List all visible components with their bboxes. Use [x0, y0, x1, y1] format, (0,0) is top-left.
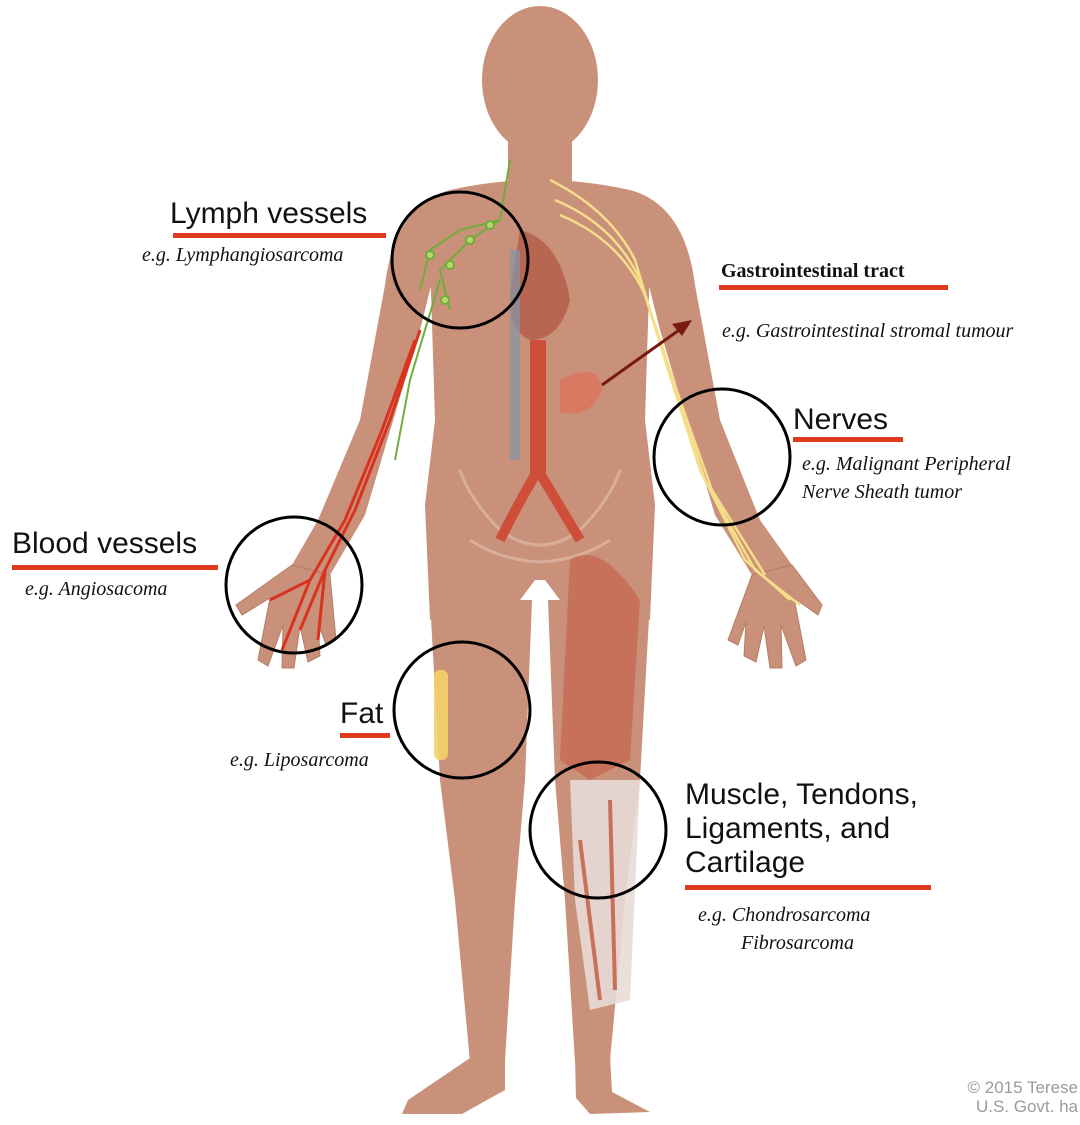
muscle-underline: [685, 885, 931, 890]
fat-label: Fat: [340, 697, 383, 731]
gi-underline: [719, 285, 948, 290]
gi-tract-label: Gastrointestinal tract: [721, 260, 905, 283]
copyright-line2: U.S. Govt. ha: [967, 1097, 1078, 1116]
gi-example: e.g. Gastrointestinal stromal tumour: [722, 317, 1013, 345]
muscle-example-line2: Fibrosarcoma: [741, 929, 854, 957]
muscle-label-line2: Ligaments, and: [685, 812, 890, 846]
muscle-label-line3: Cartilage: [685, 846, 805, 880]
nerves-example-line2: Nerve Sheath tumor: [802, 478, 962, 506]
nerves-label: Nerves: [793, 403, 888, 437]
lymph-example: e.g. Lymphangiosarcoma: [142, 241, 343, 269]
nerves-underline: [793, 437, 903, 442]
blood-example: e.g. Angiosacoma: [25, 575, 167, 603]
muscle-label-line1: Muscle, Tendons,: [685, 778, 918, 812]
fat-underline: [340, 733, 390, 738]
fat-deposit: [434, 670, 448, 760]
lymph-vessels-label: Lymph vessels: [170, 197, 367, 231]
nerves-example-line1: e.g. Malignant Peripheral: [802, 450, 1011, 478]
blood-vessels-label: Blood vessels: [12, 527, 197, 561]
copyright-line1: © 2015 Terese: [967, 1078, 1078, 1097]
blood-underline: [12, 565, 218, 570]
muscle-example-line1: e.g. Chondrosarcoma: [698, 901, 870, 929]
feet: [402, 1055, 650, 1114]
lymph-underline: [173, 233, 386, 238]
copyright-notice: © 2015 Terese U.S. Govt. ha: [967, 1078, 1078, 1116]
fat-example: e.g. Liposarcoma: [230, 746, 369, 774]
